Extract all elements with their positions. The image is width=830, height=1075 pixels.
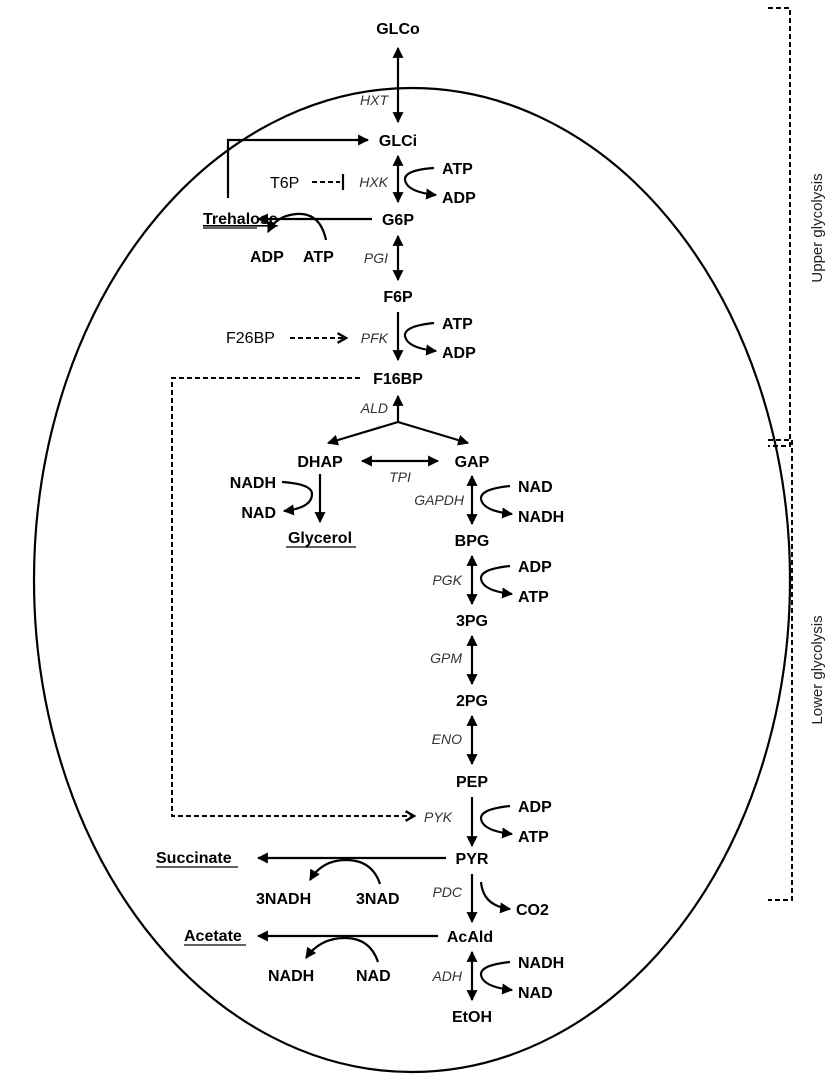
enzyme-pdc: PDC — [432, 884, 462, 900]
acetate-cofactor-curve — [305, 936, 380, 963]
enzyme-tpi: TPI — [389, 469, 411, 485]
regulator-f26bp: F26BP — [226, 330, 275, 347]
cofactor-acet-in: NAD — [356, 968, 391, 985]
cell-membrane — [32, 86, 792, 1074]
regulator-t6p: T6P — [270, 175, 299, 192]
cofactor-pfk-in: ATP — [442, 316, 473, 333]
glycerol-cofactor-curve — [281, 480, 314, 516]
metabolite-pep: PEP — [456, 774, 488, 791]
metabolite-f6p: F6P — [383, 289, 413, 306]
ald-to-dhap-arrow — [326, 420, 399, 446]
enzyme-eno: ENO — [432, 731, 462, 747]
trehalose-to-glci-arrow — [226, 134, 370, 198]
pyk-cofactor-curve — [479, 804, 514, 839]
cofactor-pdc-out: CO2 — [516, 902, 549, 919]
metabolite-glci: GLCi — [379, 133, 417, 150]
enzyme-pgi: PGI — [364, 250, 388, 266]
succinate-cofactor-curve — [309, 858, 382, 885]
metabolite-gap: GAP — [455, 454, 490, 471]
cofactor-hxk-out: ADP — [442, 190, 476, 207]
product-trehalose: Trehalose — [203, 211, 278, 228]
enzyme-gapdh: GAPDH — [414, 492, 465, 508]
trehalose-cofactor-curve — [267, 212, 328, 241]
enzyme-pyk: PYK — [424, 809, 453, 825]
enzyme-adh: ADH — [431, 968, 462, 984]
ald-to-gap-arrow — [397, 420, 470, 446]
cofactor-treh-out: ADP — [250, 249, 284, 266]
cofactor-acet-out: NADH — [268, 968, 314, 985]
enzyme-hxk: HXK — [359, 174, 388, 190]
cofactor-pyk-in: ADP — [518, 799, 552, 816]
upper-glycolysis-bracket — [768, 7, 791, 447]
cofactor-adh-out: NAD — [518, 985, 553, 1002]
metabolite-2pg: 2PG — [456, 693, 488, 710]
metabolite-pyr: PYR — [456, 851, 489, 868]
cofactor-gapdh-in: NAD — [518, 479, 553, 496]
product-acetate: Acetate — [184, 928, 242, 945]
upper-glycolysis-label: Upper glycolysis — [809, 173, 826, 282]
metabolite-dhap: DHAP — [297, 454, 343, 471]
cofactor-pgk-out: ATP — [518, 589, 549, 606]
lower-glycolysis-label: Lower glycolysis — [809, 615, 826, 724]
metabolite-acald: AcAld — [447, 929, 493, 946]
cofactor-succ-in: 3NAD — [356, 891, 400, 908]
hxk-cofactor-curve — [403, 166, 438, 200]
pfk-cofactor-curve — [403, 321, 438, 356]
metabolite-glco: GLCo — [376, 21, 420, 38]
cofactor-gly-out: NAD — [241, 505, 276, 522]
gapdh-cofactor-curve — [479, 484, 514, 519]
lower-glycolysis-bracket — [768, 439, 793, 901]
enzyme-gpm: GPM — [430, 650, 462, 666]
pgk-cofactor-curve — [479, 564, 514, 599]
product-succinate: Succinate — [156, 850, 232, 867]
cofactor-gly-in: NADH — [230, 475, 276, 492]
cofactor-hxk-in: ATP — [442, 161, 473, 178]
pdc-co2-curve — [479, 881, 512, 914]
cofactor-pyk-out: ATP — [518, 829, 549, 846]
metabolite-g6p: G6P — [382, 212, 414, 229]
cofactor-gapdh-out: NADH — [518, 509, 564, 526]
cofactor-pgk-in: ADP — [518, 559, 552, 576]
enzyme-pfk: PFK — [361, 330, 389, 346]
metabolite-3pg: 3PG — [456, 613, 488, 630]
enzyme-hxt: HXT — [360, 92, 389, 108]
metabolite-f16bp: F16BP — [373, 371, 423, 388]
cofactor-pfk-out: ADP — [442, 345, 476, 362]
cofactor-succ-out: 3NADH — [256, 891, 311, 908]
metabolite-bpg: BPG — [455, 533, 490, 550]
cofactor-treh-in: ATP — [303, 249, 334, 266]
cofactor-adh-in: NADH — [518, 955, 564, 972]
f16bp-to-pyk-activation — [171, 377, 417, 822]
metabolite-etoh: EtOH — [452, 1009, 492, 1026]
product-glycerol: Glycerol — [288, 530, 352, 547]
adh-cofactor-curve — [479, 960, 514, 995]
enzyme-pgk: PGK — [432, 572, 462, 588]
enzyme-ald: ALD — [360, 400, 388, 416]
